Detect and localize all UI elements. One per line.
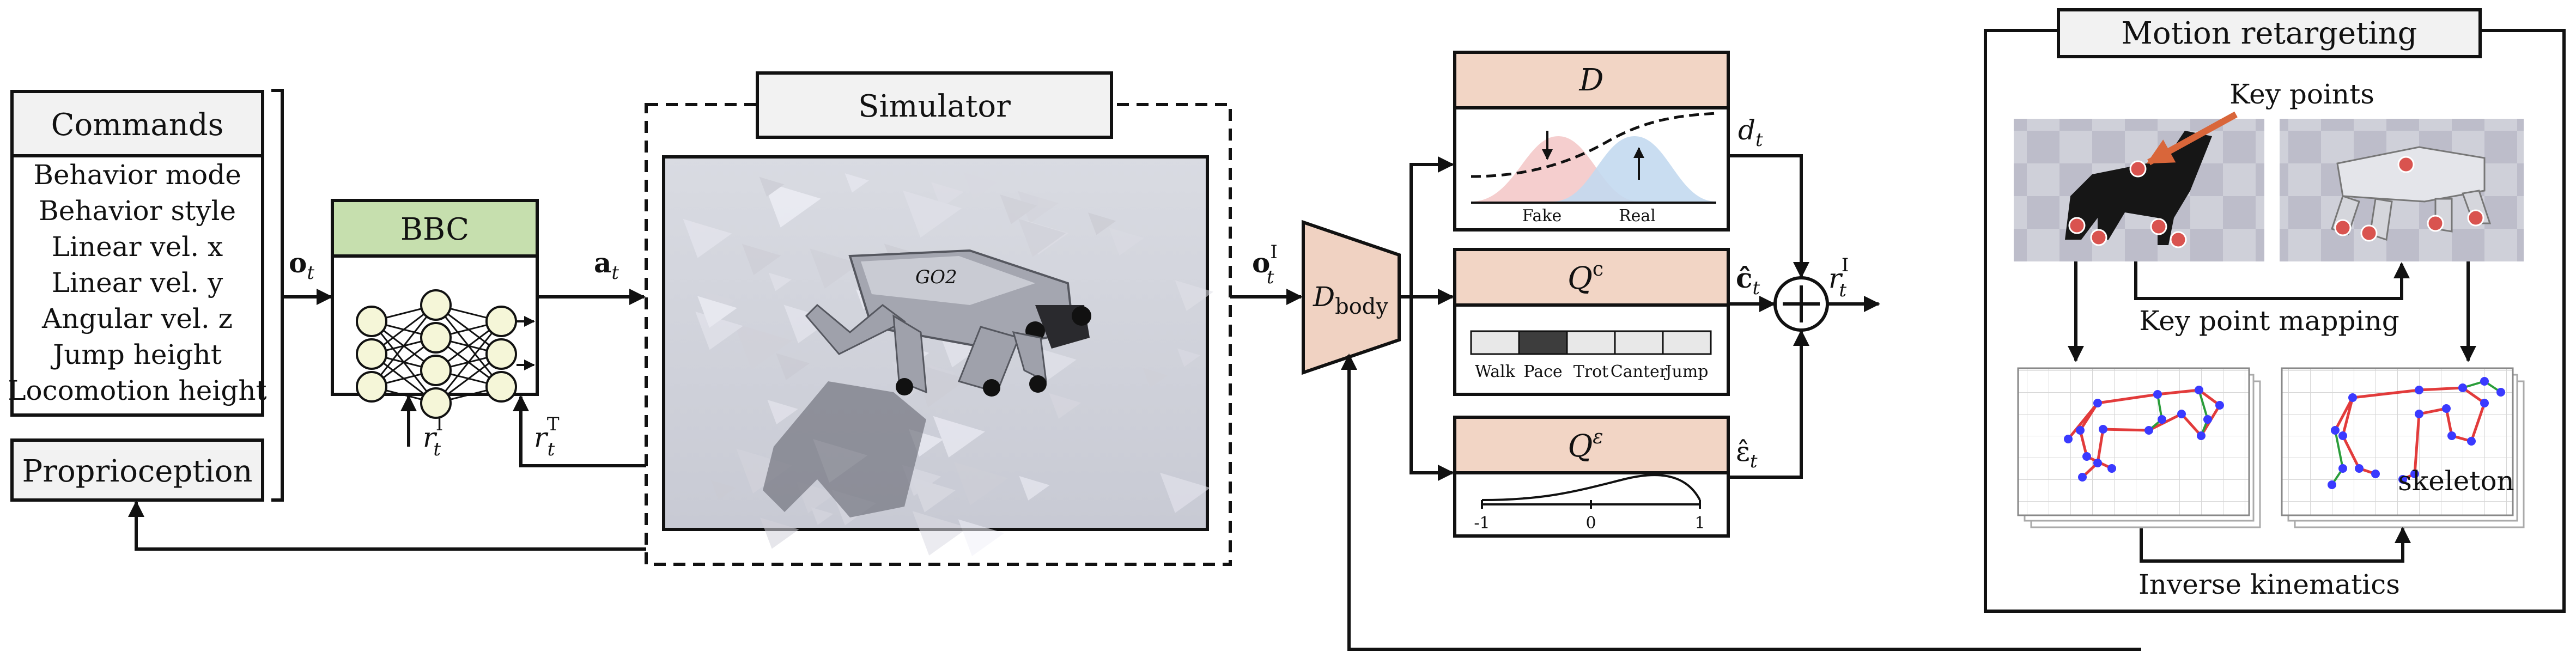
discriminator-title: D <box>1579 63 1604 98</box>
command-item: Behavior style <box>39 195 236 227</box>
nn-node <box>420 387 452 419</box>
intensity-curve <box>1481 474 1701 501</box>
style-bar-label: Jump <box>1664 362 1709 381</box>
key-point-mapping-arrow <box>2134 261 2410 300</box>
retarget-title: Motion retargeting <box>2122 16 2417 51</box>
simulator-render: GO2 <box>662 155 1214 556</box>
inverse-kinematics-label: Inverse kinematics <box>2138 569 2400 600</box>
reference-motion-arrow <box>1341 354 2141 651</box>
style-intensity-title: Qε <box>1568 426 1603 464</box>
command-item: Locomotion height <box>8 375 266 406</box>
sum-node <box>1773 276 1829 332</box>
simulator-title: Simulator <box>858 89 1011 124</box>
inverse-kinematics-arrow <box>2140 527 2411 563</box>
style-intensity-head: Qε -1 0 1 <box>1453 416 1730 538</box>
animal-reference-image <box>2014 119 2264 261</box>
nn-node <box>356 338 387 370</box>
key-points-label: Key points <box>2229 78 2374 110</box>
command-item: Jump height <box>50 339 222 370</box>
qe-output-arrow <box>1728 330 1809 479</box>
nn-node <box>356 306 387 337</box>
nn-node <box>485 371 517 403</box>
decision-curve <box>1471 112 1717 178</box>
command-item: Angular vel. z <box>41 303 233 334</box>
proprioception-label: Proprioception <box>22 454 253 489</box>
nn-node <box>420 322 452 354</box>
d-output-arrow <box>1728 154 1809 278</box>
key-point-mapping-label: Key point mapping <box>2139 305 2399 337</box>
real-label: Real <box>1619 206 1656 226</box>
proprioception-box: Proprioception <box>10 438 264 502</box>
style-bar <box>1662 330 1712 355</box>
style-bar-label: Pace <box>1523 362 1562 381</box>
branch-qe-arrow <box>1409 297 1454 481</box>
style-bar <box>1518 330 1568 355</box>
action-label: at <box>594 247 619 284</box>
style-bar <box>1614 330 1664 355</box>
animal-skeleton-stack <box>2017 367 2261 528</box>
bbc-title: BBC <box>400 212 469 247</box>
commands-title: Commands <box>51 107 224 143</box>
tick-zero: 0 <box>1585 514 1596 533</box>
fake-label: Fake <box>1522 206 1562 226</box>
nn-node <box>485 306 517 337</box>
command-item: Linear vel. y <box>52 267 223 298</box>
body-encoder-label: Dbody <box>1313 281 1388 319</box>
tick-neg-one: -1 <box>1474 514 1490 533</box>
command-item: Linear vel. x <box>52 231 223 263</box>
style-bar-label: Canter <box>1611 362 1668 381</box>
nn-node <box>485 338 517 370</box>
d-output-label: dt <box>1738 114 1763 151</box>
command-item: Behavior mode <box>33 159 241 191</box>
tick-one: 1 <box>1694 514 1705 533</box>
robot-skeleton-stack: skeleton <box>2281 367 2525 528</box>
style-bar <box>1566 330 1616 355</box>
input-bracket <box>271 89 284 502</box>
skeleton-label: skeleton <box>2398 465 2514 497</box>
style-bar <box>1470 330 1520 355</box>
obs-label: ot <box>289 247 314 284</box>
c-output-label: ĉt <box>1736 262 1760 299</box>
robot-shadow <box>763 381 926 517</box>
task-reward-arrow <box>513 395 646 467</box>
simulator-panel: Simulator GO2 <box>645 71 1232 566</box>
proprio-feedback-arrow <box>128 501 646 551</box>
bbc-policy-block: BBC <box>331 199 539 419</box>
eps-output-label: ε̂t <box>1736 436 1758 472</box>
robot-reference-image <box>2280 119 2524 261</box>
branch-d-arrow <box>1409 156 1454 297</box>
neural-network-icon <box>356 289 535 419</box>
robot-label: GO2 <box>915 266 957 288</box>
robot-dog-icon: GO2 <box>805 249 1091 397</box>
discriminator-head: D Fake Real <box>1453 51 1730 231</box>
nn-node <box>420 289 452 321</box>
motion-retargeting-panel: Motion retargeting Key points <box>1984 8 2566 613</box>
body-encoder-block: Dbody <box>1302 220 1401 375</box>
nn-node <box>420 355 452 386</box>
key-points-pointer <box>2146 111 2238 166</box>
nn-node <box>356 371 387 403</box>
style-classifier-title: Qc <box>1568 258 1603 296</box>
style-bar-label: Walk <box>1475 362 1516 381</box>
real-distribution <box>1553 136 1716 202</box>
style-bar-label: Trot <box>1573 362 1608 381</box>
